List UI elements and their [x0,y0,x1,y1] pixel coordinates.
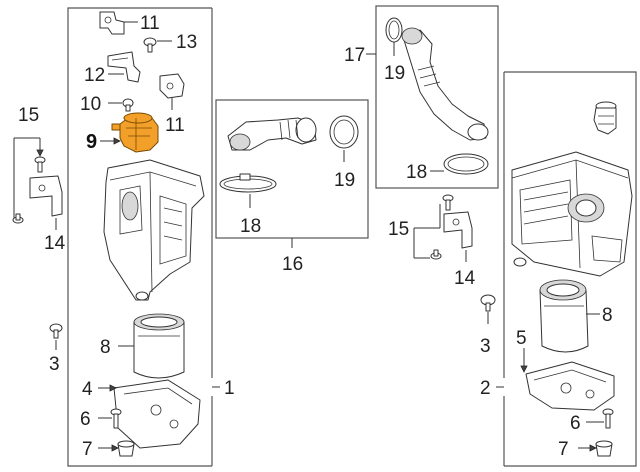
bolt-15-right [413,194,454,260]
callout-8b: 8 [602,305,613,326]
callout-16: 16 [282,254,303,275]
callout-6b: 6 [570,413,581,434]
callout-4: 4 [82,379,93,400]
callout-14a: 14 [44,233,66,254]
callout-12: 12 [84,65,105,86]
callout-14b: 14 [454,268,476,289]
callout-3b: 3 [480,336,491,357]
bolt-6-right [586,408,614,429]
callout-6a: 6 [80,409,91,430]
bolt-15-left [12,137,46,224]
callout-9: 9 [86,131,97,153]
clip-7-left [98,440,135,457]
callout-18b: 18 [406,162,427,183]
ring-19-middle [329,115,359,162]
clip-12 [107,51,141,83]
callout-18a: 18 [240,216,261,237]
clip-7-right [578,440,613,457]
callout-10: 10 [80,94,101,115]
bracket-14-right [443,211,473,262]
bracket-11-lower [159,73,185,110]
air-box-housing-right [511,151,633,277]
callout-15b: 15 [388,219,409,240]
air-box-housing-left [103,159,205,301]
bracket-14-left [29,175,63,230]
ring-19-upper [385,17,403,56]
bolt-6-left [98,408,122,429]
callout-5: 5 [516,328,527,349]
callout-1: 1 [224,378,235,399]
callout-13: 13 [176,32,197,53]
bolt-3-left [49,323,63,350]
callout-19b: 19 [384,63,405,84]
callout-15a: 15 [18,105,39,126]
bolt-13 [143,37,172,53]
callout-7a: 7 [82,439,93,460]
callout-19a: 19 [334,170,355,191]
clamp-18-upper [430,153,489,175]
group-16-frame [215,99,369,248]
group-1-frame [67,7,213,467]
group-2-frame [496,71,637,467]
callout-7b: 7 [558,439,569,460]
group-17-frame [366,5,499,189]
callout-17: 17 [344,45,365,66]
callout-8a: 8 [100,337,111,358]
intake-hose-16 [227,117,317,151]
callout-11a: 11 [140,13,160,34]
intake-hose-17 [401,27,489,141]
bolt-10 [108,98,134,112]
callout-3a: 3 [49,354,60,375]
callout-11b: 11 [165,115,185,136]
callout-2: 2 [480,378,491,399]
filter-8-right [539,279,600,353]
cover-5-right [520,348,615,411]
bolt-3-right [480,294,496,324]
filter-8-left [118,313,185,379]
valve-9-highlighted [100,112,159,153]
cover-4-left [98,379,201,449]
bracket-11-top [99,11,138,35]
clamp-18-middle [219,173,277,208]
valve-right [593,101,617,135]
